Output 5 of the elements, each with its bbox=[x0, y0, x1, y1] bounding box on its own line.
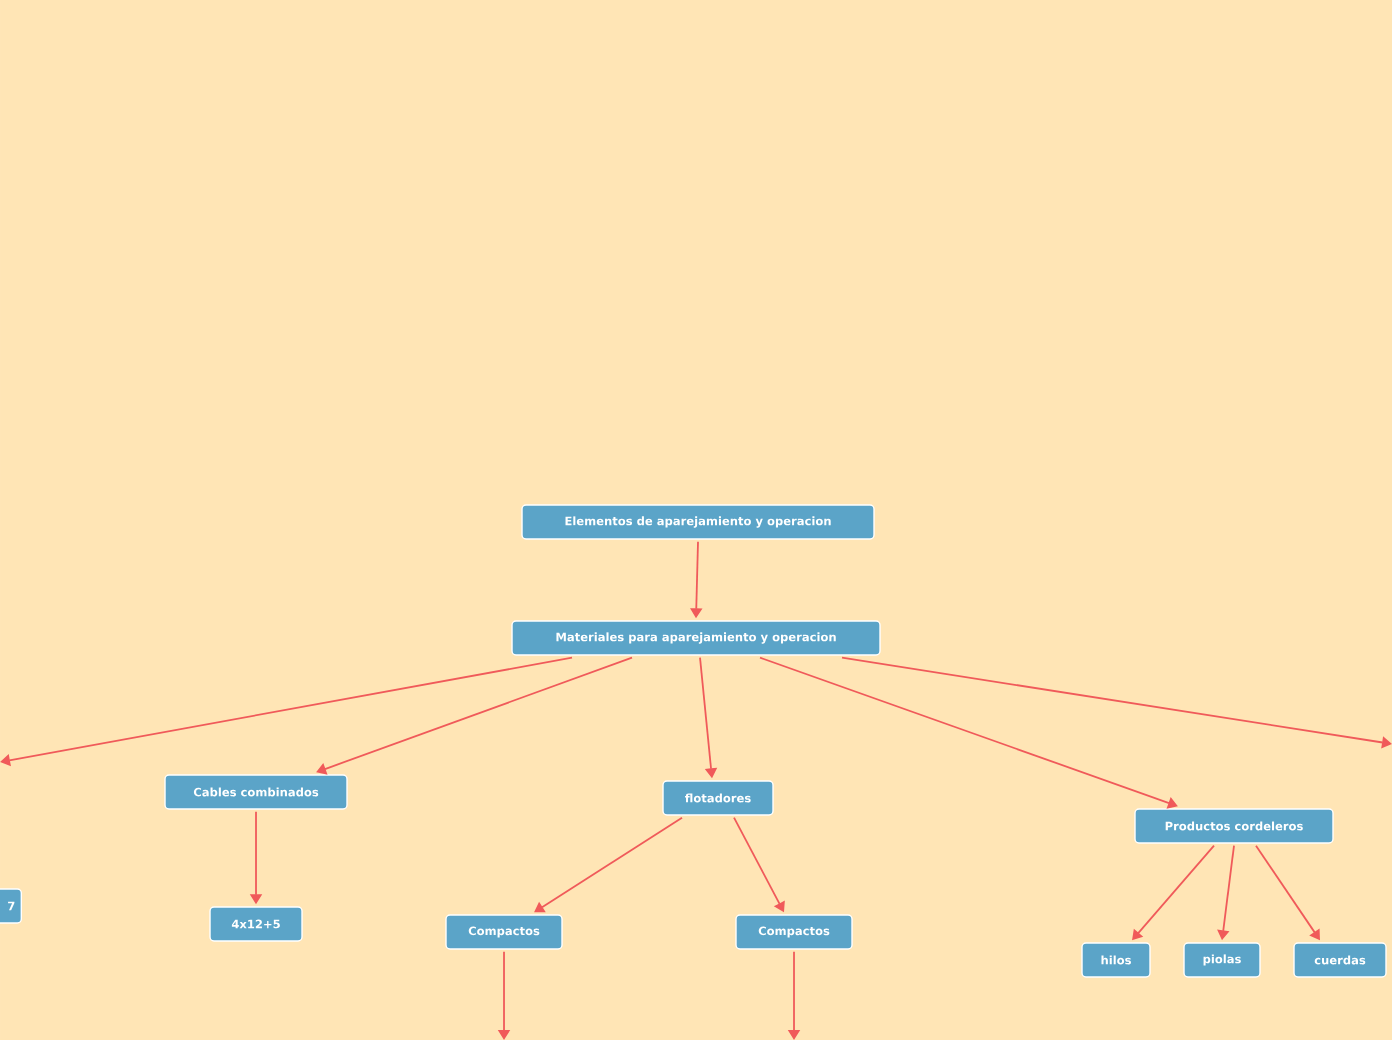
arrow bbox=[841, 656, 1392, 749]
arrow bbox=[316, 656, 633, 775]
arrow bbox=[534, 816, 683, 913]
arrow bbox=[759, 656, 1178, 809]
arrow bbox=[0, 656, 573, 767]
